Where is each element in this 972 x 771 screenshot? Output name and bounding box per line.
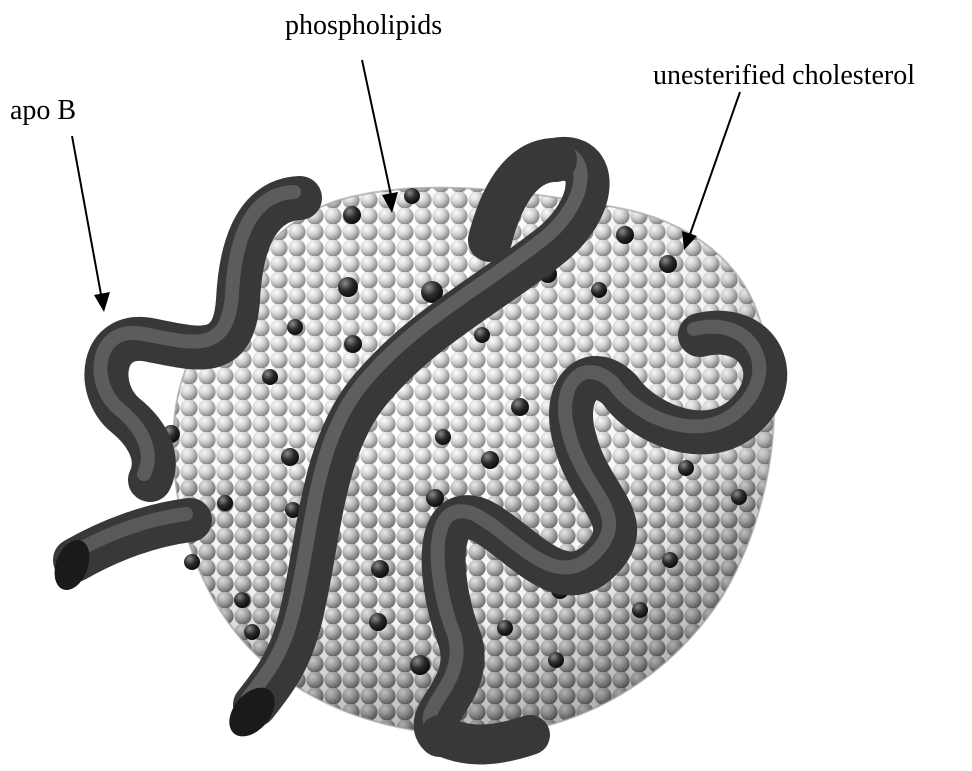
cholesterol-molecule-icon: [731, 489, 747, 505]
cholesterol-molecule-icon: [632, 602, 648, 618]
cholesterol-molecule-icon: [184, 554, 200, 570]
cholesterol-molecule-icon: [410, 655, 430, 675]
cholesterol-molecule-icon: [497, 620, 513, 636]
phospholipids-label: phospholipids: [285, 12, 442, 40]
cholesterol-molecule-icon: [369, 613, 387, 631]
cholesterol-molecule-icon: [262, 369, 278, 385]
cholesterol-molecule-icon: [678, 460, 694, 476]
cholesterol-molecule-icon: [404, 188, 420, 204]
unesterified-cholesterol-label: unesterified cholesterol: [653, 62, 915, 90]
cholesterol-molecule-icon: [591, 282, 607, 298]
cholesterol-molecule-icon: [217, 495, 233, 511]
apo-b-label: apo B: [10, 97, 76, 125]
cholesterol-molecule-icon: [371, 560, 389, 578]
cholesterol-molecule-icon: [474, 327, 490, 343]
arrow-apo-b: [72, 136, 110, 312]
cholesterol-molecule-icon: [662, 552, 678, 568]
cholesterol-molecule-icon: [511, 398, 529, 416]
cholesterol-molecule-icon: [343, 206, 361, 224]
cholesterol-molecule-icon: [281, 448, 299, 466]
cholesterol-molecule-icon: [659, 255, 677, 273]
cholesterol-molecule-icon: [287, 319, 303, 335]
cholesterol-molecule-icon: [616, 226, 634, 244]
cholesterol-molecule-icon: [244, 624, 260, 640]
cholesterol-molecule-icon: [435, 429, 451, 445]
cholesterol-molecule-icon: [234, 592, 250, 608]
cholesterol-molecule-icon: [338, 277, 358, 297]
cholesterol-molecule-icon: [344, 335, 362, 353]
cholesterol-molecule-icon: [481, 451, 499, 469]
cholesterol-molecule-icon: [548, 652, 564, 668]
arrow-unesterified-cholesterol: [682, 92, 740, 250]
